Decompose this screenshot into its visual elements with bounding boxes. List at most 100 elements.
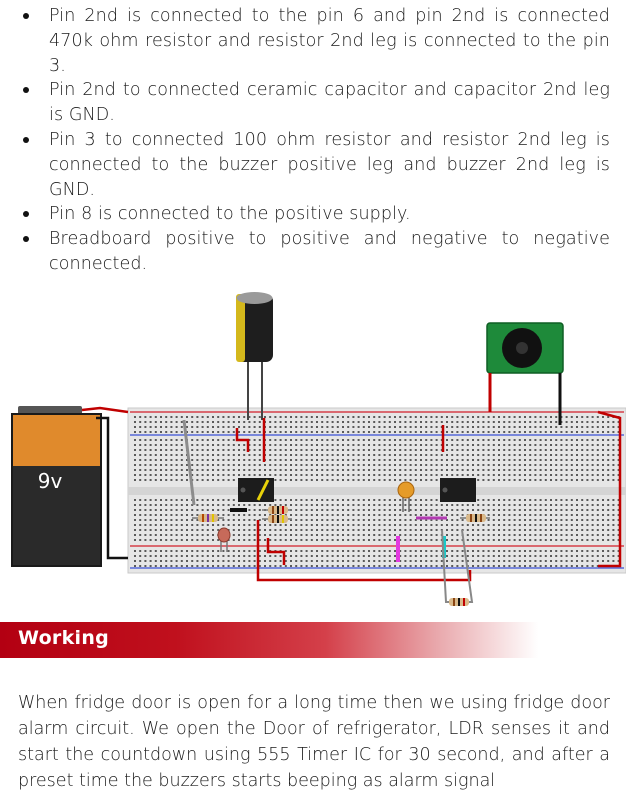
breadboard-hole — [570, 426, 573, 428]
breadboard-hole — [498, 416, 500, 418]
breadboard-hole — [373, 504, 376, 506]
breadboard-hole — [581, 514, 584, 516]
breadboard-hole — [316, 444, 318, 446]
breadboard-hole — [466, 509, 469, 511]
breadboard-hole — [144, 469, 147, 471]
breadboard-hole — [134, 539, 136, 541]
breadboard-hole — [383, 560, 386, 562]
breadboard-hole — [482, 474, 485, 476]
breadboard-hole — [186, 416, 188, 418]
breadboard-hole — [513, 565, 516, 567]
breadboard-hole — [539, 529, 542, 531]
breadboard-hole — [456, 565, 459, 567]
breadboard-hole — [238, 529, 240, 531]
breadboard-hole — [425, 504, 428, 506]
breadboard-hole — [305, 519, 308, 521]
breadboard-hole — [243, 444, 246, 446]
breadboard-hole — [316, 534, 318, 536]
breadboard-hole — [305, 534, 308, 536]
breadboard-hole — [602, 509, 604, 511]
breadboard-hole — [492, 539, 495, 541]
breadboard-hole — [425, 529, 428, 531]
breadboard-hole — [492, 529, 495, 531]
breadboard-hole — [326, 421, 329, 423]
breadboard-hole — [238, 469, 240, 471]
breadboard-hole — [310, 426, 313, 428]
breadboard-hole — [305, 565, 308, 567]
breadboard-hole — [352, 519, 355, 521]
breadboard-hole — [602, 550, 604, 552]
breadboard-hole — [524, 474, 526, 476]
breadboard-hole — [326, 459, 329, 461]
breadboard-hole — [336, 479, 339, 481]
breadboard-hole — [378, 449, 381, 451]
breadboard-hole — [139, 469, 142, 471]
breadboard-hole — [222, 459, 225, 461]
breadboard-hole — [399, 550, 402, 552]
breadboard-hole — [503, 416, 506, 418]
breadboard-hole — [227, 449, 230, 451]
breadboard-hole — [300, 560, 303, 562]
breadboard-hole — [160, 499, 162, 501]
breadboard-hole — [139, 565, 142, 567]
breadboard-hole — [331, 469, 334, 471]
breadboard-hole — [399, 416, 402, 418]
breadboard-hole — [362, 519, 365, 521]
breadboard-hole — [238, 444, 240, 446]
breadboard-hole — [201, 464, 204, 466]
breadboard-hole — [196, 539, 199, 541]
breadboard-hole — [191, 565, 194, 567]
breadboard-hole — [446, 504, 448, 506]
breadboard-hole — [534, 439, 537, 441]
breadboard-hole — [342, 416, 344, 418]
breadboard-hole — [430, 560, 433, 562]
breadboard-hole — [409, 449, 412, 451]
breadboard-hole — [295, 555, 298, 557]
breadboard-hole — [279, 560, 282, 562]
breadboard-hole — [446, 524, 448, 526]
breadboard-hole — [446, 519, 448, 521]
breadboard-hole — [238, 426, 240, 428]
breadboard-hole — [238, 464, 240, 466]
breadboard-hole — [253, 474, 256, 476]
breadboard-hole — [165, 565, 168, 567]
breadboard-hole — [472, 555, 474, 557]
breadboard-hole — [258, 426, 261, 428]
breadboard-hole — [347, 439, 350, 441]
breadboard-hole — [570, 439, 573, 441]
breadboard-hole — [560, 464, 563, 466]
breadboard-hole — [170, 529, 173, 531]
breadboard-hole — [399, 444, 402, 446]
breadboard-hole — [160, 464, 162, 466]
breadboard-hole — [149, 431, 152, 433]
breadboard-hole — [357, 514, 360, 516]
breadboard-hole — [154, 439, 157, 441]
breadboard-hole — [586, 459, 589, 461]
breadboard-hole — [347, 454, 350, 456]
breadboard-hole — [352, 416, 355, 418]
breadboard-hole — [498, 479, 500, 481]
breadboard-hole — [175, 509, 178, 511]
breadboard-hole — [612, 560, 615, 562]
breadboard-hole — [539, 519, 542, 521]
breadboard-hole — [513, 560, 516, 562]
breadboard-hole — [212, 416, 214, 418]
breadboard-hole — [352, 514, 355, 516]
breadboard-hole — [284, 479, 287, 481]
breadboard-hole — [555, 555, 558, 557]
breadboard-hole — [472, 464, 474, 466]
breadboard-hole — [472, 539, 474, 541]
breadboard-hole — [357, 504, 360, 506]
breadboard-hole — [555, 421, 558, 423]
breadboard-hole — [342, 565, 344, 567]
breadboard-hole — [409, 416, 412, 418]
breadboard-hole — [336, 529, 339, 531]
breadboard-hole — [186, 469, 188, 471]
breadboard-hole — [316, 431, 318, 433]
breadboard-hole — [248, 416, 251, 418]
breadboard-hole — [295, 514, 298, 516]
breadboard-hole — [518, 449, 521, 451]
breadboard-hole — [243, 550, 246, 552]
breadboard-hole — [529, 514, 532, 516]
breadboard-hole — [373, 534, 376, 536]
